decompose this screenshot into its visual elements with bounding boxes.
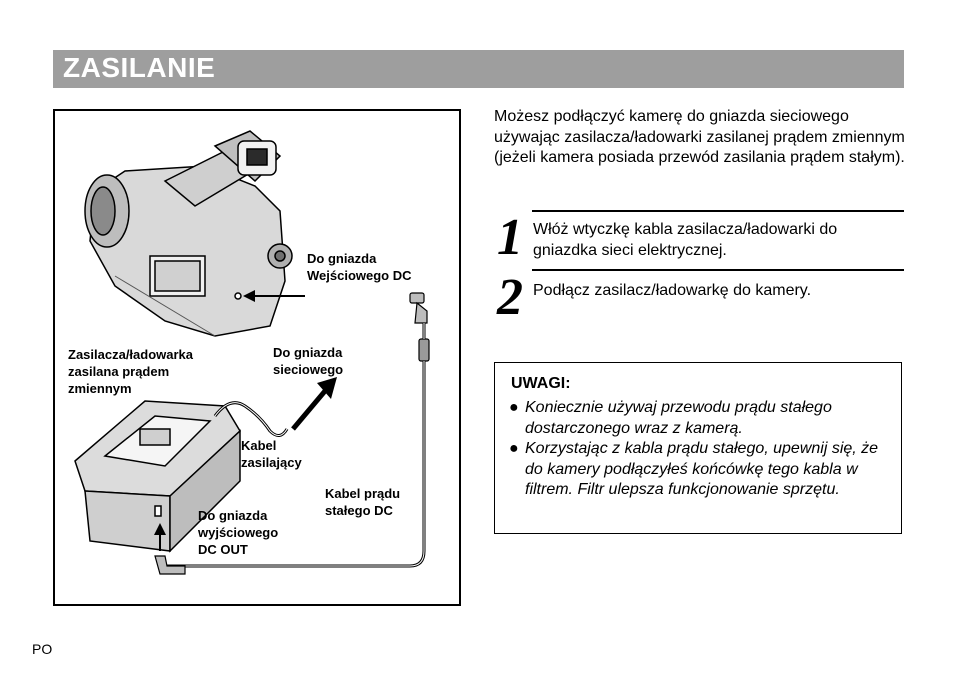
note-text: Korzystając z kabla prądu stałego, upewn… bbox=[525, 440, 879, 498]
dc-plug-adapter bbox=[154, 555, 186, 575]
notes-title: UWAGI: bbox=[511, 375, 571, 392]
step-1-rule bbox=[532, 210, 904, 212]
bullet-icon: ● bbox=[509, 440, 519, 457]
note-text: Koniecznie używaj przewodu prądu stałego… bbox=[525, 399, 832, 437]
step-2-number: 2 bbox=[497, 269, 523, 326]
label-dc-input: Do gniazda Wejściowego DC bbox=[307, 251, 412, 283]
step-2-rule bbox=[532, 269, 904, 271]
illustration-frame: Do gniazda Wejściowego DC Zasilacza/łado… bbox=[53, 109, 461, 606]
label-dc-out: Do gniazda wyjściowego DC OUT bbox=[198, 508, 279, 557]
step-2-text: Podłącz zasilacz/ładowarkę do kamery. bbox=[533, 282, 812, 299]
label-power-cord: Kabel zasilający bbox=[241, 438, 302, 470]
step-1-text: Włóż wtyczkę kabla zasilacza/ładowarki d… bbox=[533, 221, 838, 259]
connection-diagram bbox=[74, 130, 430, 575]
bullet-icon: ● bbox=[509, 399, 519, 416]
dc-plug-camera bbox=[409, 292, 430, 362]
step-1-number: 1 bbox=[497, 209, 523, 266]
notes-box: UWAGI: ● Koniecznie używaj przewodu prąd… bbox=[494, 362, 902, 534]
intro-paragraph: Możesz podłączyć kamerę do gniazda sieci… bbox=[494, 108, 905, 166]
label-wall-outlet: Do gniazda sieciowego bbox=[273, 345, 344, 377]
page-language-mark: PO bbox=[32, 641, 53, 657]
camcorder-illustration bbox=[84, 130, 293, 337]
note-item: ● Korzystając z kabla prądu stałego, upe… bbox=[509, 439, 889, 501]
label-dc-cable: Kabel prądu stałego DC bbox=[325, 486, 401, 518]
adapter-illustration bbox=[74, 400, 241, 553]
section-header-bar: ZASILANIE bbox=[53, 50, 904, 88]
wall-outlet-arrow bbox=[291, 389, 327, 431]
section-title: ZASILANIE bbox=[63, 52, 216, 83]
note-item: ● Koniecznie używaj przewodu prądu stałe… bbox=[509, 398, 889, 439]
label-adapter: Zasilacza/ładowarka zasilana prądem zmie… bbox=[68, 347, 194, 396]
